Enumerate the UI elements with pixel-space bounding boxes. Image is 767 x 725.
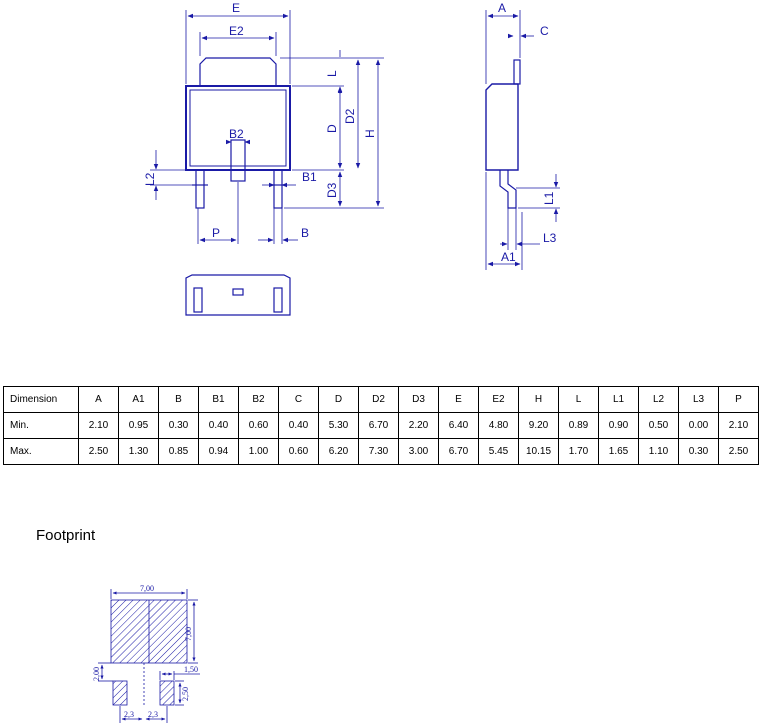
label-L1: L1 bbox=[542, 191, 556, 205]
package-outline-drawing: E E2 L D D2 H D3 B2 L2 B1 P B A C L1 L3 … bbox=[143, 1, 560, 316]
footprint-drawing: 7,00 7,00 2,00 1,50 2,50 2,3 2,3 bbox=[92, 584, 200, 723]
label-D3: D3 bbox=[325, 182, 339, 198]
table-cell: 1.70 bbox=[558, 438, 599, 465]
table-cell: 2.50 bbox=[718, 438, 759, 465]
label-B2: B2 bbox=[229, 127, 244, 141]
footprint-title: Footprint bbox=[36, 527, 96, 544]
label-E: E bbox=[232, 1, 240, 15]
table-cell: 0.40 bbox=[278, 412, 319, 439]
footprint-label-pitch-2: 2,3 bbox=[148, 710, 158, 719]
label-A: A bbox=[498, 1, 506, 15]
table-header-cell: A1 bbox=[118, 386, 159, 413]
table-cell: 5.30 bbox=[318, 412, 359, 439]
footprint-label-gap: 2,00 bbox=[92, 667, 101, 681]
table-cell: 2.20 bbox=[398, 412, 439, 439]
top-view-body bbox=[185, 85, 291, 171]
table-header-cell: D2 bbox=[358, 386, 399, 413]
table-header-cell: B1 bbox=[198, 386, 239, 413]
label-A1: A1 bbox=[501, 250, 516, 264]
table-cell: 0.50 bbox=[638, 412, 679, 439]
table-cell: 0.90 bbox=[598, 412, 639, 439]
footprint-label-pad-h: 2,50 bbox=[181, 687, 190, 701]
label-H: H bbox=[363, 129, 377, 138]
label-B1: B1 bbox=[302, 170, 317, 184]
label-L3: L3 bbox=[543, 231, 557, 245]
table-header-cell: E bbox=[438, 386, 479, 413]
table-cell: 6.70 bbox=[438, 438, 479, 465]
table-header-cell: P bbox=[718, 386, 759, 413]
table-cell: 4.80 bbox=[478, 412, 519, 439]
label-L: L bbox=[325, 70, 339, 77]
table-cell: 0.89 bbox=[558, 412, 599, 439]
table-cell: 0.60 bbox=[238, 412, 279, 439]
table-cell: 0.00 bbox=[678, 412, 719, 439]
top-view-tab bbox=[199, 57, 277, 86]
footprint-label-width: 7,00 bbox=[140, 584, 154, 593]
table-cell: 5.45 bbox=[478, 438, 519, 465]
table-header-cell: Dimension bbox=[3, 386, 79, 413]
table-header-cell: E2 bbox=[478, 386, 519, 413]
lead-left bbox=[195, 169, 205, 209]
table-header-cell: C bbox=[278, 386, 319, 413]
table-cell: 10.15 bbox=[518, 438, 559, 465]
table-header-cell: L3 bbox=[678, 386, 719, 413]
table-cell: 0.40 bbox=[198, 412, 239, 439]
table-header-cell: L2 bbox=[638, 386, 679, 413]
table-cell: 2.50 bbox=[78, 438, 119, 465]
table-cell: 0.94 bbox=[198, 438, 239, 465]
label-D: D bbox=[325, 124, 339, 133]
side-view-body bbox=[485, 83, 519, 171]
table-header-cell: A bbox=[78, 386, 119, 413]
table-header-cell: B2 bbox=[238, 386, 279, 413]
label-P: P bbox=[212, 226, 220, 240]
table-cell: Max. bbox=[3, 438, 79, 465]
label-B: B bbox=[301, 226, 309, 240]
label-D2: D2 bbox=[343, 108, 357, 124]
footprint-label-height: 7,00 bbox=[184, 627, 193, 641]
table-cell: 0.95 bbox=[118, 412, 159, 439]
table-cell: 1.30 bbox=[118, 438, 159, 465]
table-header-cell: L1 bbox=[598, 386, 639, 413]
table-cell: 6.70 bbox=[358, 412, 399, 439]
footprint-pad-right bbox=[159, 680, 175, 706]
label-E2: E2 bbox=[229, 24, 244, 38]
table-header-cell: H bbox=[518, 386, 559, 413]
label-L2: L2 bbox=[143, 172, 157, 186]
table-cell: 2.10 bbox=[78, 412, 119, 439]
footprint-pad-left bbox=[112, 680, 128, 706]
table-cell: 3.00 bbox=[398, 438, 439, 465]
table-cell: Min. bbox=[3, 412, 79, 439]
table-cell: 6.40 bbox=[438, 412, 479, 439]
table-header-cell: B bbox=[158, 386, 199, 413]
table-cell: 0.60 bbox=[278, 438, 319, 465]
table-cell: 0.85 bbox=[158, 438, 199, 465]
footprint-label-pad-w: 1,50 bbox=[184, 665, 198, 674]
front-view-body bbox=[185, 274, 291, 316]
table-header-cell: D3 bbox=[398, 386, 439, 413]
table-cell: 1.00 bbox=[238, 438, 279, 465]
table-cell: 0.30 bbox=[678, 438, 719, 465]
label-C: C bbox=[540, 24, 549, 38]
table-cell: 2.10 bbox=[718, 412, 759, 439]
table-cell: 9.20 bbox=[518, 412, 559, 439]
footprint-label-pitch-1: 2,3 bbox=[124, 710, 134, 719]
table-header-cell: L bbox=[558, 386, 599, 413]
table-cell: 1.10 bbox=[638, 438, 679, 465]
table-cell: 7.30 bbox=[358, 438, 399, 465]
table-header-cell: D bbox=[318, 386, 359, 413]
lead-right bbox=[273, 169, 283, 209]
table-cell: 0.30 bbox=[158, 412, 199, 439]
table-cell: 6.20 bbox=[318, 438, 359, 465]
table-cell: 1.65 bbox=[598, 438, 639, 465]
